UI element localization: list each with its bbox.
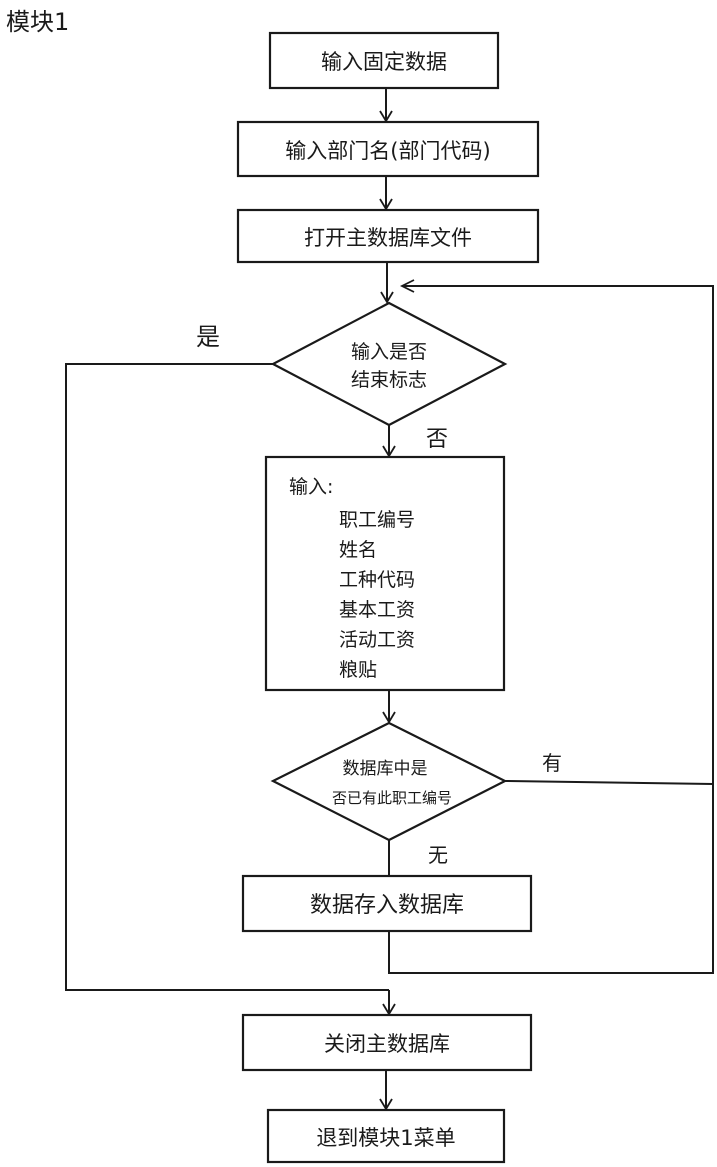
- employee-input-heading: 输入:: [289, 476, 333, 498]
- input-field-base-salary: 基本工资: [339, 599, 415, 621]
- return-menu-label: 退到模块1菜单: [316, 1126, 455, 1150]
- edge-label-no: 否: [426, 427, 448, 452]
- end-flag-decision: [270, 301, 508, 427]
- arrowhead-decision-1: [380, 291, 394, 304]
- input-field-job-code: 工种代码: [339, 569, 415, 591]
- edge-label-none: 无: [428, 843, 448, 867]
- arrowhead-open: [379, 198, 393, 211]
- edge-yes-to-close: [65, 363, 389, 991]
- close-database-label: 关闭主数据库: [324, 1032, 450, 1056]
- employee-exists-decision: [270, 721, 508, 842]
- input-field-grain-subsidy: 粮贴: [339, 659, 377, 681]
- edge-label-has: 有: [542, 751, 562, 775]
- arrowhead-close: [382, 1003, 396, 1016]
- employee-exists-label-line1: 数据库中是: [343, 759, 428, 779]
- input-fixed-data-label: 输入固定数据: [321, 50, 447, 74]
- employee-exists-label-line2: 否已有此职工编号: [332, 789, 452, 807]
- input-field-employee-id: 职工编号: [339, 509, 415, 531]
- return-menu-box: [266, 1108, 506, 1164]
- arrowhead-dept: [379, 110, 393, 123]
- input-field-name: 姓名: [339, 539, 377, 561]
- input-fixed-data-box: [268, 31, 500, 90]
- module-title: 模块1: [6, 8, 69, 36]
- end-flag-label-line1: 输入是否: [351, 341, 427, 363]
- open-database-label: 打开主数据库文件: [304, 226, 472, 250]
- edge-has-to-loop: [504, 780, 714, 785]
- input-department-box: [236, 120, 540, 178]
- arrowhead-decision-2: [382, 711, 396, 724]
- input-field-variable-salary: 活动工资: [339, 629, 415, 651]
- edge-save-loop-back: [388, 285, 714, 974]
- edge-label-yes: 是: [196, 323, 220, 351]
- close-database-box: [241, 1013, 533, 1072]
- save-to-database-label: 数据存入数据库: [310, 893, 464, 918]
- arrowhead-input: [382, 445, 396, 458]
- input-department-label: 输入部门名(部门代码): [285, 139, 490, 163]
- arrowhead-loop-back: [399, 279, 415, 293]
- save-to-database-box: [241, 874, 533, 933]
- arrowhead-return: [379, 1098, 393, 1111]
- employee-input-box: [264, 455, 506, 692]
- end-flag-label-line2: 结束标志: [351, 369, 427, 391]
